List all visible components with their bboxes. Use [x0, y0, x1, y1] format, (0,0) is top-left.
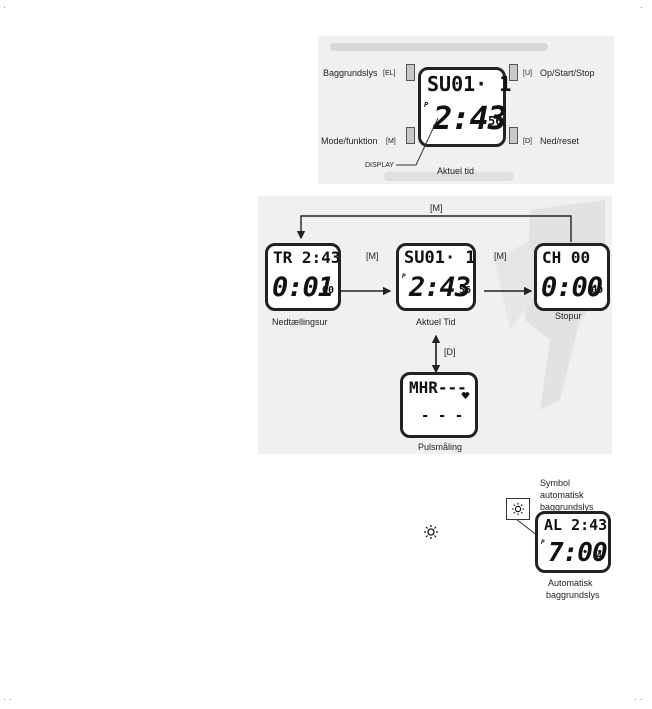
alarm-caption-1: Automatisk	[548, 578, 593, 588]
mode-button[interactable]	[406, 127, 415, 144]
callout-pointer	[515, 519, 539, 537]
flow-m-left: [M]	[366, 251, 379, 261]
countdown-display: TR 2:43 0:01 00	[265, 243, 341, 311]
stopwatch-sub: 00	[591, 285, 604, 296]
stopwatch-line1: CH 00	[542, 248, 591, 267]
up-button[interactable]	[509, 64, 518, 81]
top-lcd-seconds: 56	[488, 114, 503, 128]
pulse-dashes: - - -	[421, 408, 464, 424]
countdown-caption: Nedtællingsur	[272, 317, 328, 327]
pulse-line1: MHR---	[409, 378, 467, 397]
callout-light-icon	[511, 502, 525, 516]
current-pm: P	[402, 273, 406, 280]
backlight-label: Baggrundslys	[323, 68, 378, 78]
display-pointer	[396, 117, 439, 166]
stopwatch-display: CH 00 0:00 00	[534, 243, 610, 311]
display-label: DISPLAY	[365, 162, 395, 169]
top-band	[330, 43, 548, 51]
top-caption: Aktuel tid	[437, 166, 475, 176]
current-time-display: SU01· 1 P 2:43 56	[396, 243, 476, 311]
current-seconds: 56	[459, 285, 472, 296]
light-bulb-icon	[424, 525, 438, 539]
countdown-time: 0:01	[272, 272, 334, 303]
down-button[interactable]	[509, 127, 518, 144]
corner-mark-br: · ·	[634, 694, 643, 704]
pulse-display: MHR--- - - -	[400, 372, 478, 438]
current-caption: Aktuel Tid	[416, 317, 456, 327]
symbol-callout	[506, 498, 530, 520]
mode-key: [M]	[386, 138, 396, 145]
heart-icon	[461, 392, 470, 400]
pulse-caption: Pulsmåling	[418, 442, 463, 452]
alarm-caption-2: baggrundslys	[546, 590, 600, 600]
flow-d-key: [D]	[444, 347, 456, 357]
countdown-sub: 00	[322, 285, 335, 296]
down-key: [D]	[523, 138, 532, 145]
flow-arrows	[296, 215, 572, 374]
backlight-button[interactable]	[406, 64, 415, 81]
corner-mark-tl: ·	[3, 2, 6, 12]
symbol-label-2: automatisk	[540, 490, 584, 500]
current-line1: SU01· 1	[404, 248, 476, 268]
symbol-label-3: baggrundslys	[540, 502, 594, 512]
symbol-label-1: Symbol	[540, 478, 571, 488]
top-lcd-line1: SU01· 1	[427, 72, 512, 96]
down-label: Ned/reset	[540, 136, 580, 146]
stopwatch-time: 0:00	[541, 272, 603, 303]
corner-mark-bl: · ·	[3, 694, 12, 704]
top-lcd-pm: P	[424, 101, 429, 109]
caption-band	[384, 172, 514, 181]
up-label: Op/Start/Stop	[540, 68, 595, 78]
alarm-time: 7:00	[548, 538, 608, 568]
top-watch-display: SU01· 1 P 2:43 56	[418, 67, 511, 147]
backlight-key: [EL]	[383, 70, 396, 77]
alarm-line1: AL 2:43	[544, 516, 608, 534]
alarm-pm: P	[541, 539, 545, 546]
top-lcd-time: 2:43	[433, 99, 507, 137]
alarm-suffix: A	[596, 551, 603, 562]
flow-m-top: [M]	[430, 203, 443, 213]
alarm-display: AL 2:43 P 7:00 A	[535, 511, 611, 573]
mode-label: Mode/funktion	[321, 136, 378, 146]
up-key: [U]	[523, 70, 532, 77]
corner-mark-tr: ·	[640, 2, 643, 12]
current-time: 2:43	[409, 272, 471, 303]
countdown-line1: TR 2:43	[273, 248, 341, 267]
stopwatch-caption: Stopur	[555, 311, 582, 321]
flow-m-right: [M]	[494, 251, 507, 261]
